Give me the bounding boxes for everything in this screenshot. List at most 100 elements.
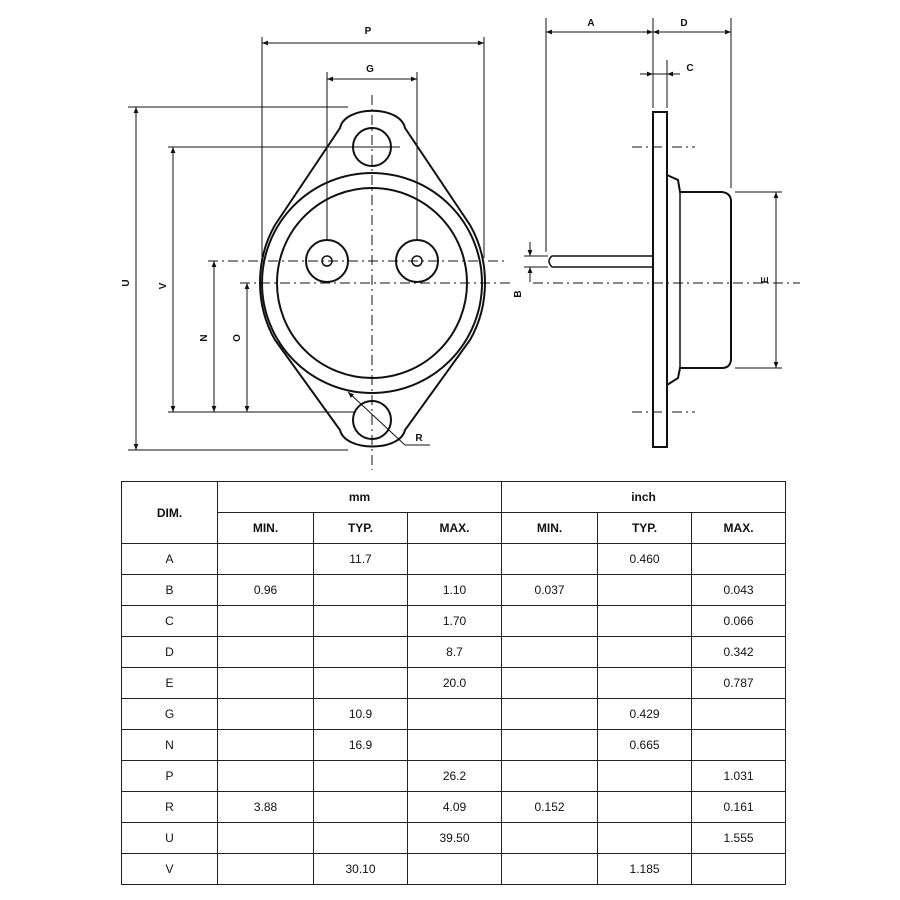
value-cell-in-min (501, 667, 599, 699)
value-cell-in-max: 0.161 (691, 791, 787, 823)
value-cell-mm-typ (313, 667, 408, 699)
dim-cell: D (121, 636, 218, 668)
value-cell-in-typ (597, 605, 693, 637)
value-cell-mm-typ (313, 760, 408, 792)
dim-cell: C (121, 605, 218, 637)
value-cell-mm-typ: 16.9 (313, 729, 408, 761)
value-cell-in-min (501, 822, 599, 854)
dim-cell: P (121, 760, 218, 792)
value-cell-mm-typ (313, 791, 408, 823)
value-cell-in-min (501, 729, 599, 761)
subheader-inch-typ: TYP. (597, 512, 693, 544)
value-cell-mm-typ: 11.7 (313, 543, 408, 575)
header-inch: inch (501, 481, 787, 513)
label-V: V (158, 282, 169, 289)
value-cell-mm-max: 26.2 (406, 760, 503, 792)
subheader-mm-max: MAX. (406, 512, 503, 544)
table-row: E 20.0 0.787 (121, 667, 787, 699)
value-cell-in-typ (597, 791, 693, 823)
label-U: U (121, 279, 132, 286)
value-cell-in-min: 0.037 (501, 574, 599, 606)
value-cell-mm-min (217, 853, 314, 885)
value-cell-mm-min (217, 543, 314, 575)
value-cell-mm-max (406, 853, 503, 885)
value-cell-in-typ: 0.429 (597, 698, 693, 730)
value-cell-in-min: 0.152 (501, 791, 599, 823)
package-outline-drawing: P G U V N O R A D C B E (121, 18, 800, 470)
dim-cell: V (121, 853, 218, 885)
value-cell-in-typ (597, 822, 693, 854)
label-A: A (587, 18, 594, 29)
label-P: P (365, 26, 372, 37)
side-view (524, 18, 800, 448)
value-cell-mm-min (217, 667, 314, 699)
label-G: G (366, 64, 374, 75)
value-cell-in-max: 1.031 (691, 760, 787, 792)
table-row: A 11.7 0.460 (121, 543, 787, 575)
value-cell-in-min (501, 760, 599, 792)
value-cell-in-max (691, 543, 787, 575)
can-body (666, 174, 732, 386)
value-cell-in-max: 0.787 (691, 667, 787, 699)
label-N: N (199, 334, 210, 341)
dim-cell: E (121, 667, 218, 699)
value-cell-mm-min (217, 729, 314, 761)
value-cell-in-max: 0.066 (691, 605, 787, 637)
label-O: O (232, 334, 243, 342)
value-cell-mm-max: 4.09 (406, 791, 503, 823)
value-cell-mm-min: 3.88 (217, 791, 314, 823)
subheader-mm-min: MIN. (217, 512, 314, 544)
value-cell-mm-min (217, 698, 314, 730)
label-C: C (686, 63, 693, 74)
value-cell-mm-max: 8.7 (406, 636, 503, 668)
subheader-mm-typ: TYP. (313, 512, 408, 544)
dim-cell: R (121, 791, 218, 823)
value-cell-mm-min (217, 822, 314, 854)
front-view (128, 37, 510, 470)
label-E: E (760, 276, 771, 283)
value-cell-in-typ (597, 667, 693, 699)
value-cell-mm-typ (313, 605, 408, 637)
dim-cell: U (121, 822, 218, 854)
flange-plate (652, 111, 668, 448)
value-cell-mm-max: 1.10 (406, 574, 503, 606)
value-cell-mm-max: 1.70 (406, 605, 503, 637)
table-row: P 26.2 1.031 (121, 760, 787, 792)
value-cell-in-typ: 0.665 (597, 729, 693, 761)
value-cell-mm-typ: 10.9 (313, 698, 408, 730)
value-cell-in-min (501, 636, 599, 668)
value-cell-mm-max (406, 729, 503, 761)
value-cell-in-typ: 0.460 (597, 543, 693, 575)
value-cell-mm-max (406, 698, 503, 730)
label-D: D (680, 18, 687, 29)
subheader-inch-max: MAX. (691, 512, 787, 544)
value-cell-in-typ (597, 760, 693, 792)
value-cell-mm-max: 20.0 (406, 667, 503, 699)
value-cell-in-typ (597, 574, 693, 606)
header-dim: DIM. (121, 481, 218, 544)
value-cell-in-max: 0.342 (691, 636, 787, 668)
label-B: B (513, 290, 524, 297)
value-cell-mm-typ: 30.10 (313, 853, 408, 885)
label-R: R (415, 433, 423, 444)
pin-lead (548, 255, 653, 268)
value-cell-in-max (691, 698, 787, 730)
value-cell-mm-typ (313, 574, 408, 606)
subheader-inch-min: MIN. (501, 512, 599, 544)
value-cell-mm-min (217, 605, 314, 637)
value-cell-mm-typ (313, 822, 408, 854)
dimensions-table: DIM. mm inch MIN. TYP. MAX. MIN. TYP. MA… (121, 481, 787, 885)
value-cell-mm-max: 39.50 (406, 822, 503, 854)
value-cell-mm-min (217, 760, 314, 792)
value-cell-in-max (691, 729, 787, 761)
value-cell-mm-min: 0.96 (217, 574, 314, 606)
value-cell-mm-typ (313, 636, 408, 668)
value-cell-in-max: 1.555 (691, 822, 787, 854)
dim-cell: A (121, 543, 218, 575)
table-row: D 8.7 0.342 (121, 636, 787, 668)
value-cell-in-max: 0.043 (691, 574, 787, 606)
